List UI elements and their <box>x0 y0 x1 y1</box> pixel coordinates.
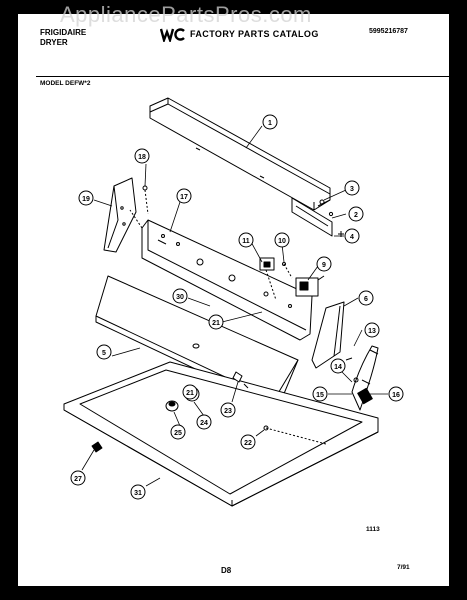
callout-16: 16 <box>388 386 404 402</box>
callout-6: 6 <box>358 290 374 306</box>
callouts: 1 3 2 4 5 6 9 10 11 13 14 15 16 17 18 19… <box>70 114 404 500</box>
callout-10: 10 <box>274 232 290 248</box>
svg-text:13: 13 <box>368 328 376 335</box>
clip-23 <box>232 371 249 389</box>
page-number: D8 <box>221 566 232 575</box>
svg-text:11: 11 <box>242 238 250 245</box>
door-switch-assembly <box>345 345 379 411</box>
callout-27: 27 <box>70 470 86 486</box>
callout-24: 24 <box>196 414 212 430</box>
revision-date: 7/91 <box>397 564 410 571</box>
screw-18 <box>142 185 148 191</box>
svg-text:9: 9 <box>322 262 326 269</box>
console-bracket <box>291 197 333 237</box>
brand-name: FRIGIDAIRE <box>40 28 87 37</box>
svg-text:31: 31 <box>134 490 142 497</box>
svg-text:1: 1 <box>268 120 272 127</box>
svg-text:15: 15 <box>316 392 324 399</box>
hinge-27 <box>91 441 103 453</box>
svg-text:21: 21 <box>212 320 220 327</box>
callout-14: 14 <box>330 358 346 374</box>
callout-2: 2 <box>348 206 364 222</box>
console-screws <box>319 199 344 237</box>
svg-text:16: 16 <box>392 392 400 399</box>
svg-text:6: 6 <box>364 296 368 303</box>
svg-text:5: 5 <box>102 350 106 357</box>
callout-3: 3 <box>344 180 360 196</box>
callout-18: 18 <box>134 148 150 164</box>
cabinet-top <box>63 361 379 507</box>
svg-text:2: 2 <box>354 212 358 219</box>
svg-text:4: 4 <box>350 234 354 241</box>
callout-23: 23 <box>220 402 236 418</box>
callout-9: 9 <box>316 256 332 272</box>
callout-5: 5 <box>96 344 112 360</box>
svg-text:24: 24 <box>200 420 208 427</box>
callout-4: 4 <box>344 228 360 244</box>
callout-15: 15 <box>312 386 328 402</box>
svg-text:19: 19 <box>82 196 90 203</box>
control-panel <box>141 219 313 341</box>
callout-31: 31 <box>130 484 146 500</box>
callout-11: 11 <box>238 232 254 248</box>
leader-lines <box>81 125 388 487</box>
watermark: AppliancePartsPros.com <box>60 2 312 27</box>
push-switch <box>259 257 286 271</box>
svg-text:23: 23 <box>224 408 232 415</box>
console-end-cap-left <box>103 177 137 253</box>
callout-30: 30 <box>172 288 188 304</box>
console-back-panel <box>149 97 331 211</box>
header-rule <box>36 76 449 77</box>
model-number: MODEL DEFW*2 <box>40 80 91 87</box>
product-type: DRYER <box>40 38 68 47</box>
wci-logo-icon <box>160 28 185 42</box>
svg-text:3: 3 <box>350 186 354 193</box>
svg-text:22: 22 <box>244 440 252 447</box>
callout-21-upper: 21 <box>208 314 224 330</box>
catalog-title: FACTORY PARTS CATALOG <box>190 29 319 39</box>
svg-text:21: 21 <box>186 390 194 397</box>
svg-text:18: 18 <box>138 154 146 161</box>
svg-text:25: 25 <box>174 430 182 437</box>
stud-22 <box>263 425 269 431</box>
callout-19: 19 <box>78 190 94 206</box>
callout-17: 17 <box>176 188 192 204</box>
svg-text:27: 27 <box>74 476 82 483</box>
svg-text:17: 17 <box>180 194 188 201</box>
catalog-part-number: 5995216787 <box>369 28 408 35</box>
svg-text:30: 30 <box>176 294 184 301</box>
side-trim <box>311 301 345 369</box>
callout-21-lower: 21 <box>182 384 198 400</box>
callout-25: 25 <box>170 424 186 440</box>
svg-text:14: 14 <box>334 364 342 371</box>
callout-13: 13 <box>364 322 380 338</box>
figure-code: 1113 <box>366 526 380 533</box>
callout-22: 22 <box>240 434 256 450</box>
svg-text:10: 10 <box>278 238 286 245</box>
callout-1: 1 <box>262 114 278 130</box>
timer <box>295 275 325 297</box>
